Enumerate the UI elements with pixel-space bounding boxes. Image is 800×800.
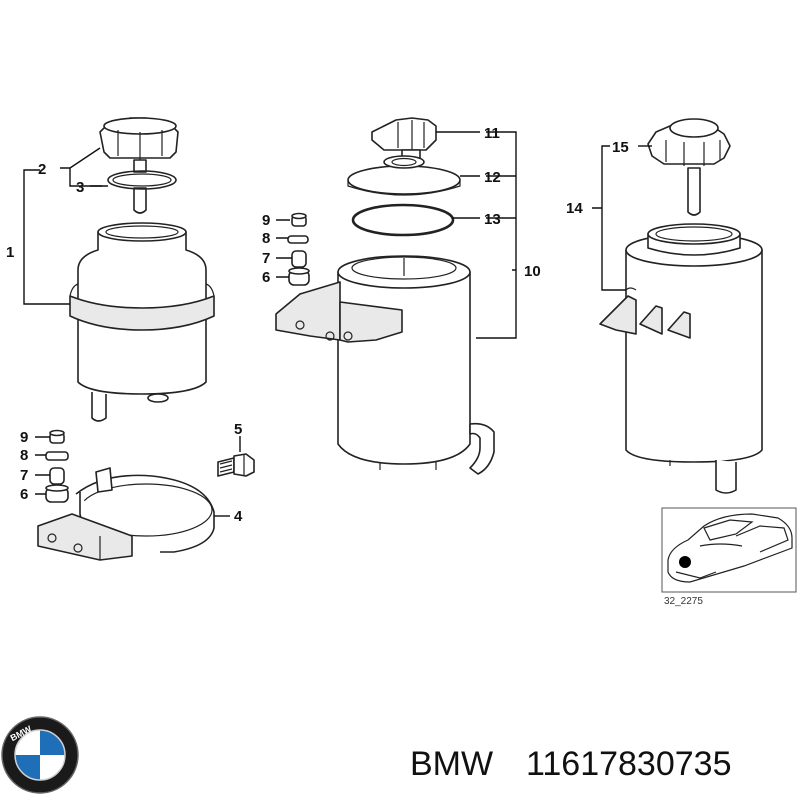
reservoir-right xyxy=(599,118,763,494)
seal-ring-center xyxy=(351,203,455,237)
seal-ring-left xyxy=(107,170,177,190)
reservoir-left xyxy=(69,117,215,422)
reservoir-center xyxy=(275,117,495,475)
hardware-stack-upper xyxy=(287,212,310,286)
callout-10: 10 xyxy=(524,263,541,280)
callout-13: 13 xyxy=(484,211,501,228)
leader-lines xyxy=(23,131,652,517)
callout-8-upper: 8 xyxy=(262,230,270,247)
callout-7-upper: 7 xyxy=(262,250,270,267)
callout-4: 4 xyxy=(234,508,243,525)
clamp-band xyxy=(37,467,215,561)
callout-7-lower: 7 xyxy=(20,467,28,484)
callout-14: 14 xyxy=(566,200,583,217)
cap-left xyxy=(99,117,179,214)
brand-label: BMW xyxy=(410,745,493,783)
callout-8-lower: 8 xyxy=(20,447,28,464)
bmw-logo: BMW xyxy=(1,716,79,794)
part-number: 11617830735 xyxy=(526,745,731,783)
callout-2: 2 xyxy=(38,161,46,178)
vehicle-locator-thumbnail: 32_2275 xyxy=(661,507,797,607)
location-marker-icon xyxy=(679,556,691,568)
hardware-stack-lower xyxy=(45,429,69,503)
callout-labels: 1 2 3 4 5 9 8 7 6 9 8 7 6 10 11 12 13 14… xyxy=(6,125,629,525)
callout-5: 5 xyxy=(234,421,242,438)
callout-1: 1 xyxy=(6,244,14,261)
callout-11: 11 xyxy=(484,125,500,142)
cap-right xyxy=(647,118,731,216)
callout-9-upper: 9 xyxy=(262,212,270,229)
callout-9-lower: 9 xyxy=(20,429,28,446)
callout-12: 12 xyxy=(484,169,501,186)
filter-plate xyxy=(347,155,461,196)
bolt xyxy=(217,453,255,477)
callout-3: 3 xyxy=(76,179,84,196)
callout-15: 15 xyxy=(612,139,629,156)
callout-6-lower: 6 xyxy=(20,486,28,503)
footer-title: BMW 11617830735 xyxy=(410,745,731,783)
callout-6-upper: 6 xyxy=(262,269,270,286)
cap-center xyxy=(371,117,437,159)
reference-code: 32_2275 xyxy=(664,596,703,607)
